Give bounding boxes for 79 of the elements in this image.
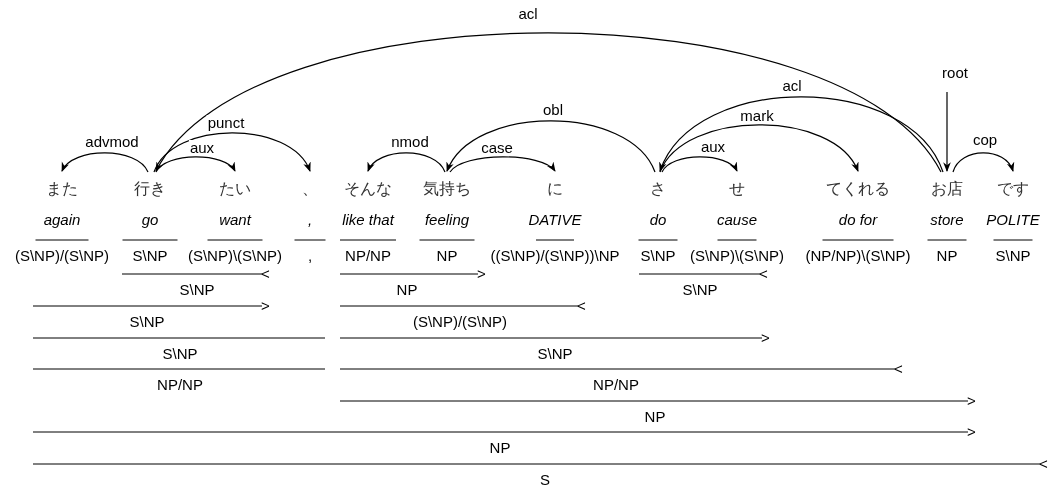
combinator-symbol: < [261,265,270,283]
category-label: (S\NP)/(S\NP) [14,247,110,264]
japanese-word: 気持ち [423,180,471,197]
dependency-arrow [446,120,656,173]
gloss-text: go [141,211,159,228]
combinator-symbol: > [761,329,770,347]
gloss-text: , [307,211,313,228]
dependency-arrow [659,124,859,173]
gloss-text: like that [342,211,394,228]
category-label: NP/NP [345,247,391,264]
dependency-arrow [61,152,149,173]
gloss-text: feeling [424,211,470,228]
japanese-word: たい [219,180,251,197]
category-label: S [540,471,550,487]
combinator-symbol: < [894,360,903,378]
category-label: S\NP [129,313,165,331]
category-label: S\NP [640,247,676,264]
category-label: ((S\NP)/(S\NP))\NP [490,247,620,264]
combinator-symbol: < [577,297,586,315]
edge-label: nmod [390,134,430,150]
category-label: S\NP [132,247,168,264]
edge-label: punct [206,115,246,131]
dependency-arrow [943,91,951,172]
category-label: NP [489,439,511,457]
edge-label: obl [542,102,564,118]
gloss-text: do [649,211,667,228]
dependency-arrow [153,132,311,173]
gloss-text: do for [838,211,878,228]
combinator-symbol: < [1039,455,1048,473]
dependency-arrow [659,96,944,173]
category-label: NP [936,247,958,264]
japanese-word: さ [650,180,666,197]
dependency-arrow [661,156,738,173]
dependency-arrow [367,152,446,173]
gloss-text: DATIVE [528,211,582,228]
japanese-word: 、 [302,180,318,197]
category-label: NP [644,408,666,426]
combinator-symbol: > [967,392,976,410]
edge-label: root [941,65,969,81]
japanese-word: 行き [134,180,166,197]
category-label: (NP/NP)\(S\NP) [805,247,911,264]
dependency-arrow [155,156,236,173]
dependency-arrow [449,156,556,173]
japanese-word: に [547,180,563,197]
japanese-word: です [997,180,1029,197]
category-label: S\NP [995,247,1031,264]
category-label: S\NP [162,345,198,363]
category-label: , [307,247,313,264]
edge-label: acl [781,78,803,94]
gloss-text: again [43,211,81,228]
dependency-arrow [952,152,1014,173]
gloss-text: POLITE [986,211,1040,228]
gloss-text: want [219,211,251,228]
category-label: S\NP [682,281,718,299]
category-label: S\NP [537,345,573,363]
category-label: NP/NP [593,376,639,394]
edge-label: acl [517,6,539,22]
edge-label: advmod [84,134,140,150]
japanese-word: てくれる [826,180,890,197]
japanese-word: せ [729,180,745,197]
category-label: S\NP [179,281,215,299]
category-label: NP/NP [157,376,203,394]
category-label: (S\NP)/(S\NP) [412,313,508,331]
dependency-arrow [155,32,942,173]
category-label: NP [436,247,458,264]
combinator-symbol: > [967,423,976,441]
japanese-word: また [46,180,78,197]
combinator-symbol: < [759,265,768,283]
gloss-text: store [930,211,964,228]
japanese-word: お店 [931,180,963,197]
japanese-word: そんな [344,180,392,197]
category-label: (S\NP)\(S\NP) [689,247,785,264]
category-label: NP [396,281,418,299]
edge-label: mark [739,108,775,124]
gloss-text: cause [717,211,757,228]
combinator-symbol: > [261,297,270,315]
edge-label: aux [188,140,216,156]
category-label: (S\NP)\(S\NP) [187,247,283,264]
combinator-symbol: > [477,265,486,283]
